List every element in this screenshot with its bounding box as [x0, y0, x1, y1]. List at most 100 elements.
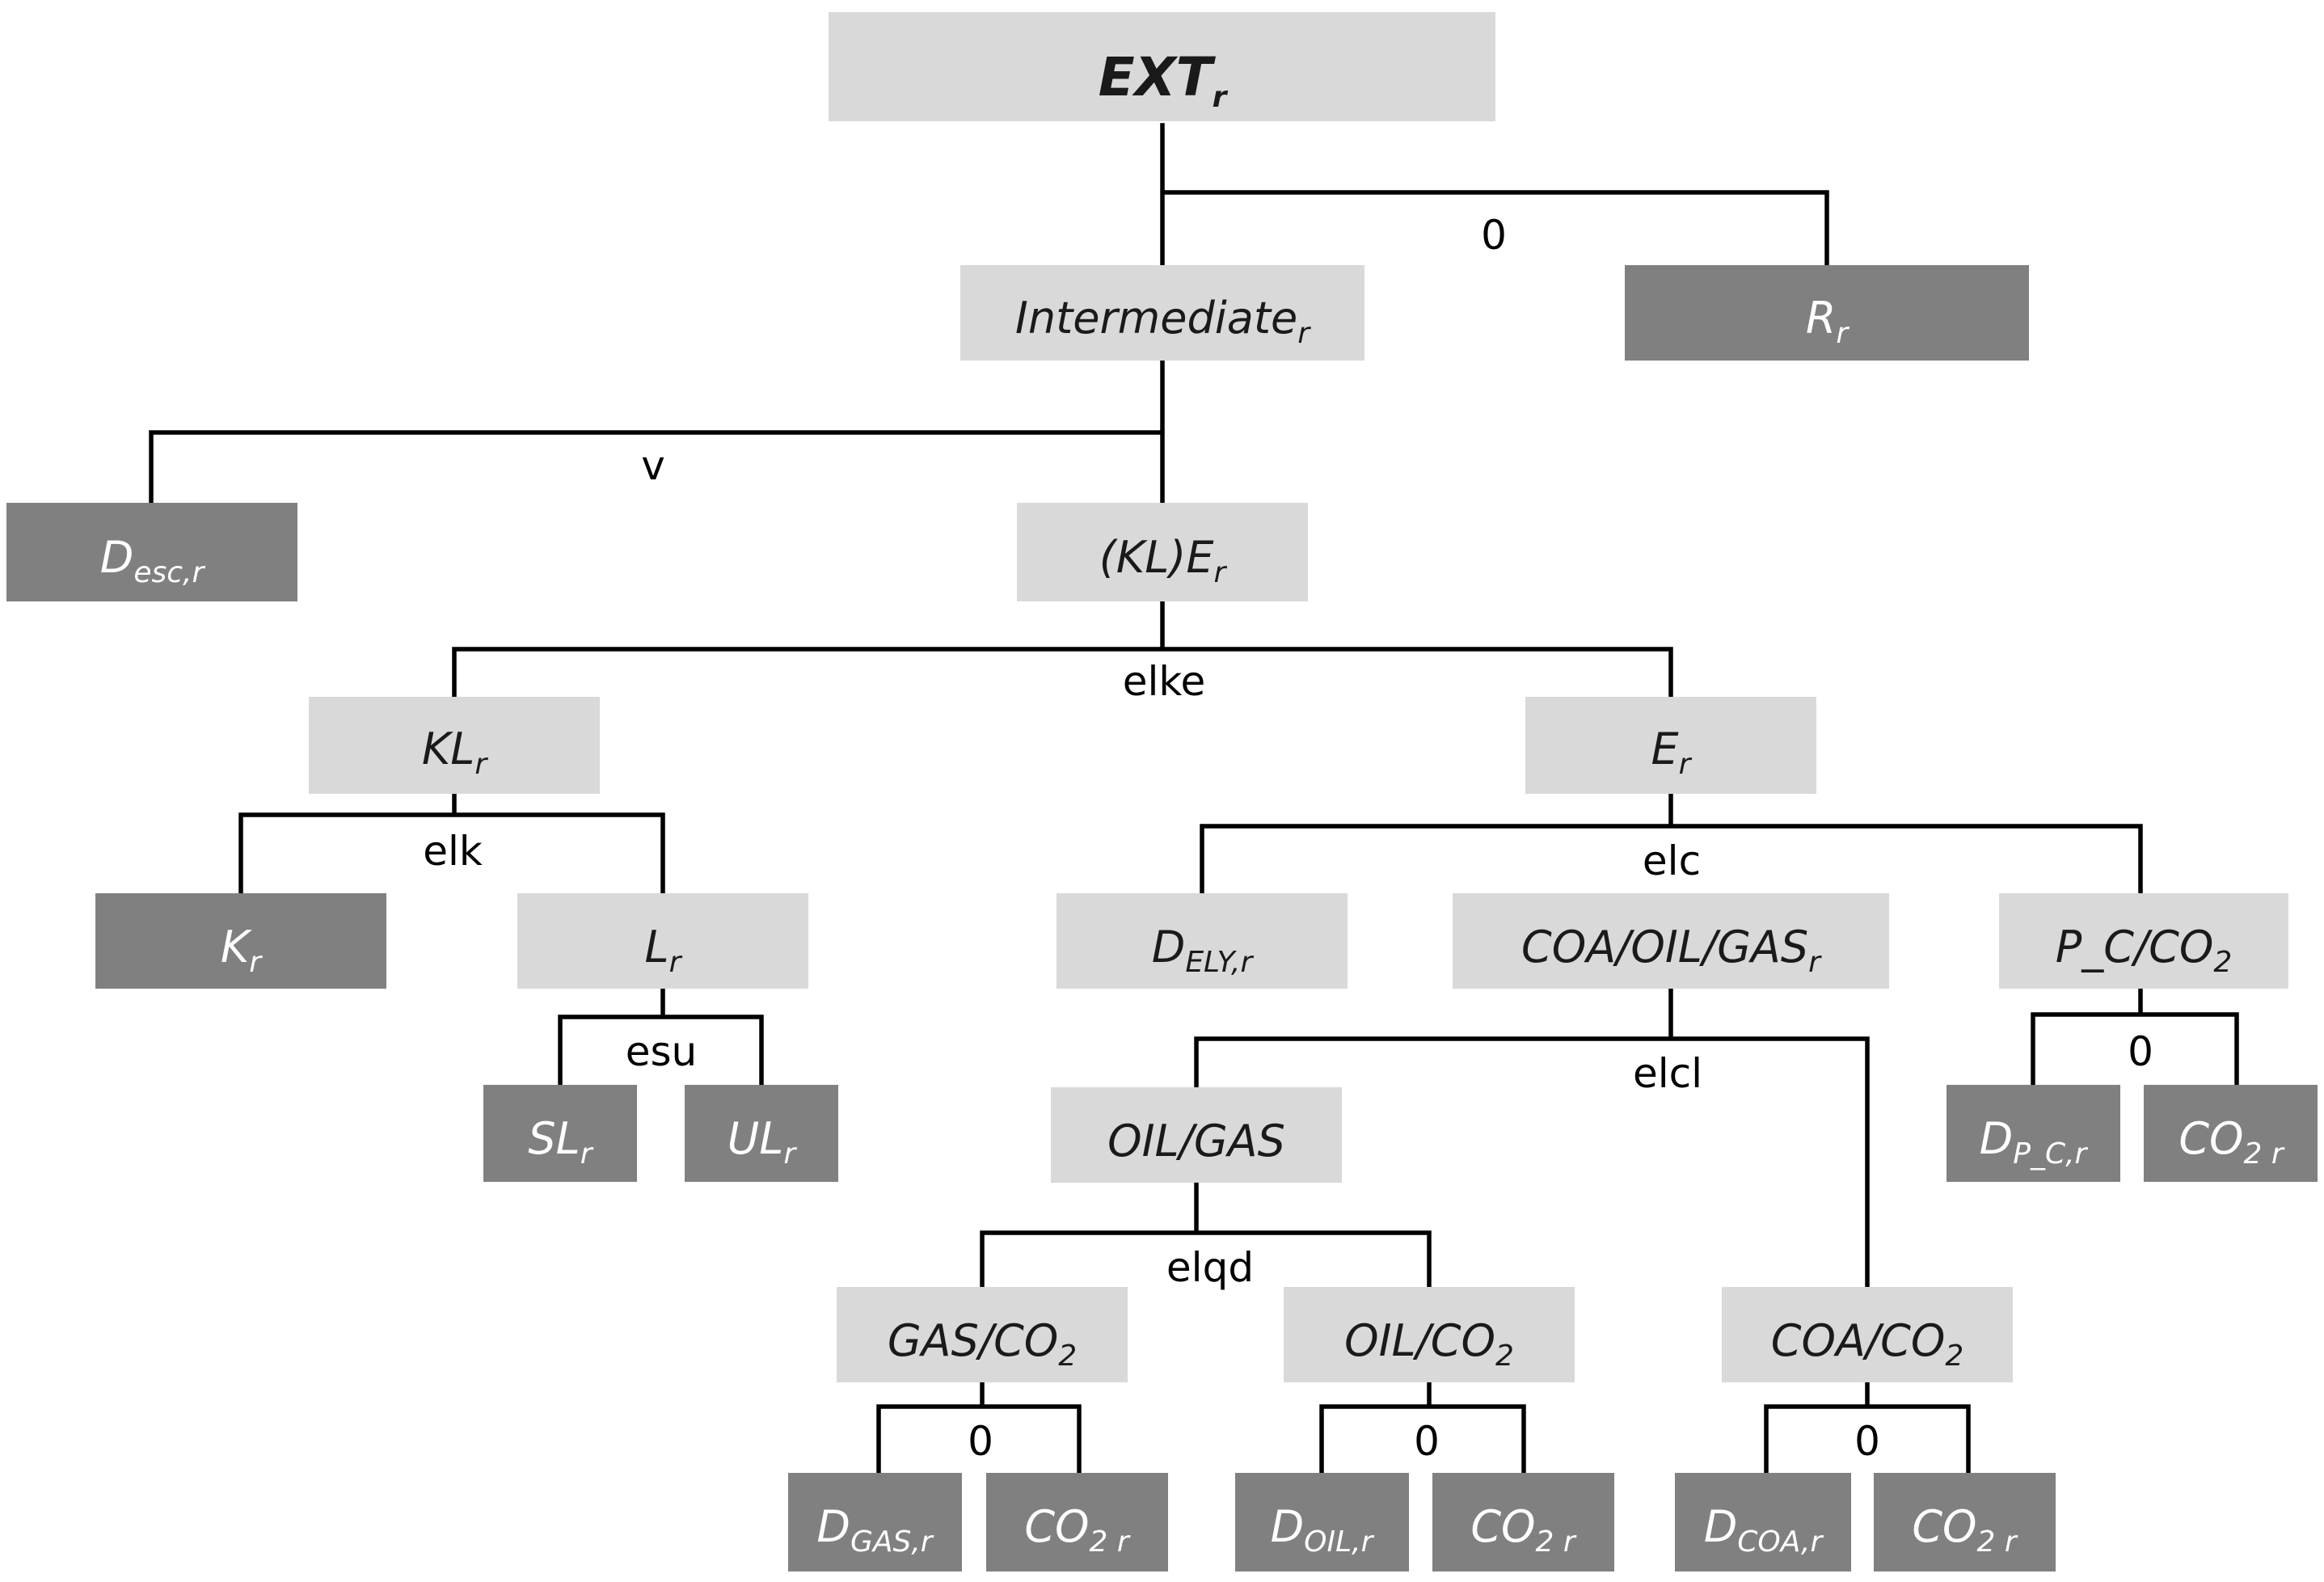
elasticity-pcco2: 0	[2128, 1028, 2153, 1075]
connector-intermediate	[149, 357, 1165, 505]
connector-lines	[149, 123, 2239, 1475]
svg-text:DGAS,r: DGAS,r	[816, 1501, 934, 1559]
node-dcoa: DCOA,r	[1675, 1473, 1851, 1571]
node-coaoilgas: COA/OIL/GASr	[1453, 893, 1889, 989]
node-doil-label: D	[1271, 1501, 1305, 1552]
node-co2-coa-box	[1874, 1473, 2056, 1571]
node-co2-gas-sub: 2 r	[1090, 1525, 1131, 1559]
node-ul-label: UL	[728, 1113, 784, 1164]
node-intermediate-label: Intermediate	[1015, 293, 1297, 344]
node-e-sub: r	[1679, 748, 1693, 781]
node-sl: SLr	[483, 1085, 637, 1182]
node-co2-pc-label: CO	[2178, 1113, 2243, 1164]
node-dgas-sub: GAS,r	[850, 1525, 934, 1559]
svg-text:DP_C,r: DP_C,r	[1980, 1113, 2089, 1171]
svg-text:EXTr: EXTr	[1099, 46, 1229, 114]
connector-kle	[452, 596, 1673, 699]
node-oilgas-label: OIL/GAS	[1107, 1116, 1285, 1166]
node-k-sub: r	[249, 946, 263, 979]
node-l: Lr	[517, 893, 808, 989]
node-co2-pc-sub: 2 r	[2244, 1137, 2285, 1171]
node-r: Rr	[1625, 265, 2029, 361]
elasticity-kle: elke	[1123, 658, 1206, 705]
svg-text:P_C/CO2: P_C/CO2	[2056, 922, 2233, 979]
node-dely-sub: ELY,r	[1185, 946, 1254, 979]
node-sl-box	[483, 1085, 637, 1182]
node-intermediate: Intermediater	[960, 265, 1364, 361]
node-intermediate-box	[960, 265, 1364, 361]
svg-text:CO2 r: CO2 r	[1912, 1501, 2018, 1559]
node-dgas: DGAS,r	[788, 1473, 962, 1571]
node-co2-oil: CO2 r	[1432, 1473, 1614, 1571]
node-ext-sub: r	[1213, 81, 1229, 114]
connector-ext	[1160, 123, 1829, 268]
node-k: Kr	[95, 893, 386, 989]
svg-text:Rr: Rr	[1806, 293, 1850, 350]
node-k-label: K	[221, 922, 252, 972]
node-doil: DOIL,r	[1235, 1473, 1409, 1571]
connector-coaco2	[1764, 1380, 1971, 1475]
connector-e	[1200, 790, 2143, 896]
svg-text:Intermediater: Intermediater	[1015, 293, 1311, 350]
node-dely: DELY,r	[1057, 893, 1348, 989]
elasticity-oilco2: 0	[1414, 1418, 1440, 1465]
node-r-box	[1625, 265, 2029, 361]
node-oilgas-box	[1051, 1087, 1342, 1183]
node-ext: EXTr	[829, 12, 1495, 121]
node-ul: ULr	[685, 1085, 838, 1182]
elasticity-e: elc	[1643, 837, 1701, 884]
node-co2-pc-box	[2144, 1085, 2318, 1182]
elasticity-labels: 0 v elke elk elc esu elcl 0 elqd 0 0 0	[423, 212, 2153, 1465]
connector-kl	[238, 790, 665, 896]
svg-text:DOIL,r: DOIL,r	[1271, 1501, 1375, 1559]
node-dpc-sub: P_C,r	[2013, 1137, 2088, 1171]
svg-text:CO2 r: CO2 r	[2178, 1113, 2285, 1171]
node-pcco2-label: P_C/CO	[2056, 922, 2214, 972]
node-kle-sub: r	[1213, 556, 1227, 589]
node-coaco2-label: COA/CO	[1771, 1315, 1946, 1366]
elasticity-coaoilgas: elcl	[1633, 1050, 1702, 1097]
elasticity-ext: 0	[1481, 212, 1507, 259]
node-gasco2-sub: 2	[1058, 1339, 1077, 1373]
svg-text:DCOA,r: DCOA,r	[1704, 1501, 1824, 1559]
svg-text:Er: Er	[1651, 724, 1693, 781]
connector-oilco2	[1319, 1380, 1526, 1475]
svg-text:COA/OIL/GASr: COA/OIL/GASr	[1521, 922, 1822, 979]
node-dely-box	[1057, 893, 1348, 989]
node-gasco2-box	[837, 1287, 1128, 1382]
node-e: Er	[1525, 697, 1816, 794]
node-desc-box	[6, 503, 297, 601]
svg-text:Desc,r: Desc,r	[100, 532, 206, 589]
node-co2-coa-label: CO	[1912, 1501, 1976, 1552]
elasticity-oilgas: elqd	[1166, 1244, 1254, 1291]
node-ext-box	[829, 12, 1495, 121]
node-co2-coa-sub: 2 r	[1977, 1525, 2018, 1559]
node-kl: KLr	[309, 697, 600, 794]
node-dpc: DP_C,r	[1947, 1085, 2120, 1182]
node-dpc-label: D	[1980, 1113, 2014, 1164]
node-sl-label: SL	[528, 1113, 580, 1164]
node-dcoa-sub: COA,r	[1737, 1525, 1824, 1559]
node-co2-oil-box	[1432, 1473, 1614, 1571]
node-co2-gas-label: CO	[1024, 1501, 1089, 1552]
svg-text:KLr: KLr	[422, 724, 489, 781]
svg-text:DELY,r: DELY,r	[1152, 922, 1255, 979]
node-k-box	[95, 893, 386, 989]
node-co2-oil-sub: 2 r	[1536, 1525, 1577, 1559]
elasticity-coaco2: 0	[1854, 1418, 1880, 1465]
svg-text:OIL/CO2: OIL/CO2	[1344, 1315, 1514, 1373]
node-pcco2-box	[1999, 893, 2288, 989]
node-kl-sub: r	[475, 748, 488, 781]
node-gasco2-label: GAS/CO	[888, 1315, 1058, 1366]
node-kle: (KL)Er	[1017, 503, 1308, 601]
connector-pcco2	[2031, 985, 2239, 1087]
node-l-label: L	[645, 922, 669, 972]
connector-oilgas	[980, 1179, 1432, 1289]
node-co2-pc: CO2 r	[2144, 1085, 2318, 1182]
svg-text:CO2 r: CO2 r	[1024, 1501, 1131, 1559]
node-kle-box	[1017, 503, 1308, 601]
connector-gasco2	[876, 1380, 1082, 1475]
elasticity-intermediate: v	[641, 442, 665, 489]
node-r-sub: r	[1836, 317, 1849, 350]
